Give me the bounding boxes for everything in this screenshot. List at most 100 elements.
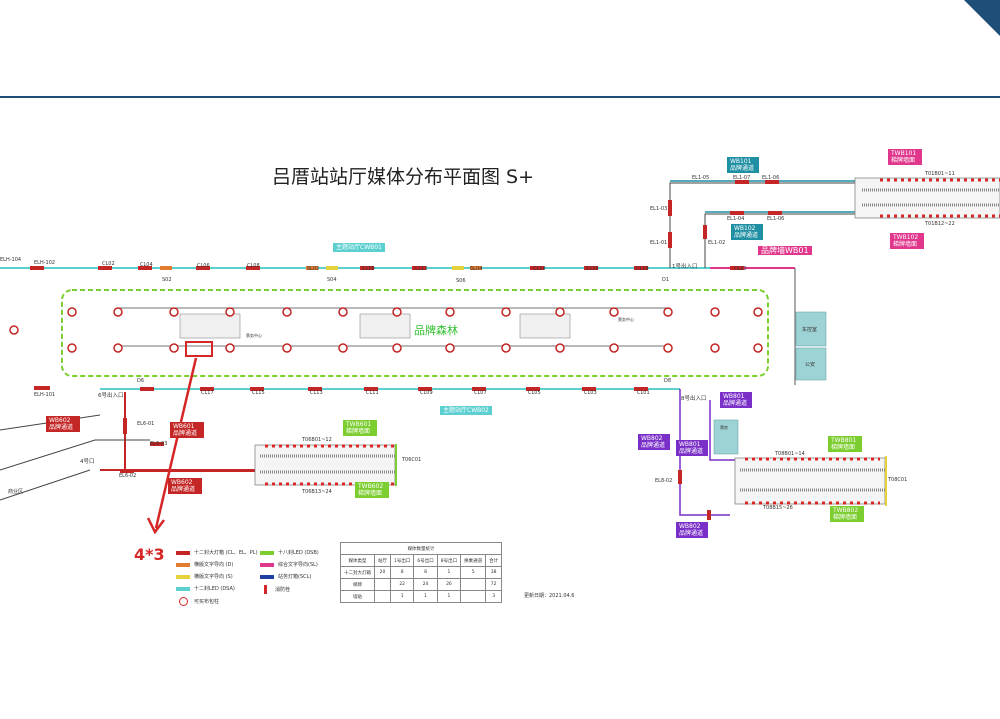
tag-twb802: TWB802 梯牌墙面 bbox=[830, 506, 864, 522]
bottom-label: CL05 bbox=[528, 390, 541, 396]
tag-twb602: TWB602 梯牌墙面 bbox=[355, 482, 389, 498]
tag-wb01: 品牌墙WB01 bbox=[758, 246, 812, 255]
hall-escalator-2 bbox=[359, 313, 411, 339]
stair-label: T01B12~22 bbox=[925, 221, 955, 227]
ticket-center-label: 票务中心 bbox=[618, 317, 634, 322]
top-sub-label: S04 bbox=[327, 277, 337, 283]
legend-swatch bbox=[176, 550, 190, 555]
page-title: 吕厝站站厅媒体分布平面图 S+ bbox=[272, 166, 535, 188]
tag-twb101: TWB101 梯牌墙面 bbox=[888, 149, 922, 165]
el-label: EL6-01 bbox=[137, 421, 155, 427]
ticket-room-label: 票房 bbox=[720, 425, 728, 430]
column-icon bbox=[179, 597, 188, 606]
annotation-label: 4*3 bbox=[134, 545, 165, 564]
updated-date: 更新日期：2021.04.6 bbox=[524, 593, 575, 599]
legend-swatch bbox=[260, 574, 274, 579]
commercial-area-label: 商业区 bbox=[8, 489, 24, 495]
el-label: EL8-02 bbox=[655, 478, 673, 484]
legend-swatch bbox=[176, 574, 190, 579]
tag-wb102: WB102 品牌通道 bbox=[731, 224, 763, 240]
tag-wb101: WB101 品牌通道 bbox=[727, 157, 759, 173]
legend-item: 可买布包柱 bbox=[176, 597, 219, 606]
el-label: EL1-05 bbox=[692, 175, 710, 181]
legend-item: 消防栓 bbox=[264, 585, 290, 594]
top-label: CL02 bbox=[102, 261, 115, 267]
bottom-label: CL07 bbox=[474, 390, 487, 396]
el-label: EL1-03 bbox=[650, 206, 668, 212]
police-room bbox=[795, 347, 827, 381]
legend-item: 横版文字导向 (D) bbox=[176, 561, 233, 568]
legend-item: 横版文字导向 (S) bbox=[176, 573, 233, 580]
tag-wb602: WB602 品牌通道 bbox=[168, 478, 202, 494]
bottom-label: CL03 bbox=[584, 390, 597, 396]
corner-decoration bbox=[964, 0, 1000, 36]
stair-label: T06B13~24 bbox=[302, 489, 332, 495]
annotation-arrow-line bbox=[154, 357, 198, 529]
exit8-inner bbox=[709, 400, 735, 461]
bottom-label: D8 bbox=[664, 378, 672, 384]
top-label: ELH-102 bbox=[34, 260, 56, 266]
top-sub-label: S02 bbox=[162, 277, 172, 283]
tag-wb801b: WB801 品牌通道 bbox=[676, 440, 708, 456]
stair-label: T08B01~14 bbox=[775, 451, 805, 457]
bottom-label: CL13 bbox=[310, 390, 323, 396]
legend-item: 综合文字导向(SL) bbox=[260, 561, 318, 568]
bottom-label: CL11 bbox=[366, 390, 379, 396]
exit8-corridor bbox=[679, 389, 730, 516]
el-label: EL1-01 bbox=[650, 240, 668, 246]
exit-label: 8号出入口 bbox=[681, 396, 707, 402]
el-label: ELH-101 bbox=[34, 392, 56, 398]
top-label: CL16 bbox=[586, 266, 599, 272]
left-corridor-line-b bbox=[0, 469, 91, 501]
bottom-label: CL01 bbox=[637, 390, 650, 396]
el-label: EL1-06 bbox=[767, 216, 785, 222]
legend-item: 十二封LED (DSA) bbox=[176, 585, 235, 592]
highlight-box bbox=[185, 341, 213, 357]
stats-title: 媒体数量统计 bbox=[339, 542, 503, 555]
top-label: CL14 bbox=[533, 266, 546, 272]
tag-twb102: TWB102 梯牌墙面 bbox=[890, 233, 924, 249]
control-room bbox=[795, 311, 827, 347]
el-label: EL6-03 bbox=[150, 441, 168, 447]
top-label: CL06 bbox=[197, 263, 210, 269]
exit-label: 1号出入口 bbox=[672, 264, 698, 270]
tag-wb601: WB601 品牌通道 bbox=[170, 422, 204, 438]
hall-escalator-3 bbox=[519, 313, 571, 339]
top-label: CL10 bbox=[362, 266, 375, 272]
tag-twb601: TWB601 梯牌墙面 bbox=[343, 420, 377, 436]
top-sub-label: S06 bbox=[456, 278, 466, 284]
tag-wb802a: WB802 品牌通道 bbox=[638, 434, 670, 450]
legend-swatch bbox=[260, 562, 274, 567]
exit4-corridor bbox=[0, 439, 150, 471]
el-label: EL1-02 bbox=[708, 240, 726, 246]
ticket-room bbox=[713, 419, 739, 455]
header-divider bbox=[0, 96, 1000, 98]
bottom-label: D6 bbox=[137, 378, 145, 384]
exit6-stairs bbox=[254, 444, 396, 486]
legend-item: 站务灯箱(SCL) bbox=[260, 573, 311, 580]
top-label: CL04 bbox=[140, 262, 153, 268]
exit-label: 4号口 bbox=[80, 459, 95, 465]
tag-left-wb602: WB602 品牌通道 bbox=[46, 416, 80, 432]
legend-swatch bbox=[260, 550, 274, 555]
zone-label: 品牌森林 bbox=[414, 324, 458, 337]
tag-cwb01: 主题站厅CWB01 bbox=[333, 243, 385, 252]
bottom-label: CL17 bbox=[201, 390, 214, 396]
control-room-label: 车控室 bbox=[802, 327, 818, 333]
stair-label: T06B01~12 bbox=[302, 437, 332, 443]
top-label: CL20 bbox=[734, 266, 747, 272]
tag-twb801: TWB801 梯牌墙面 bbox=[828, 436, 862, 452]
top-label: SL04 bbox=[470, 266, 483, 272]
stair-label: T01B01~11 bbox=[925, 171, 955, 177]
police-label: 公安 bbox=[805, 362, 816, 368]
top-label: ELH-104 bbox=[0, 257, 22, 263]
el-label: EL6-02 bbox=[119, 473, 137, 479]
bottom-label: CL15 bbox=[252, 390, 265, 396]
stair-label: T08C01 bbox=[888, 477, 908, 483]
